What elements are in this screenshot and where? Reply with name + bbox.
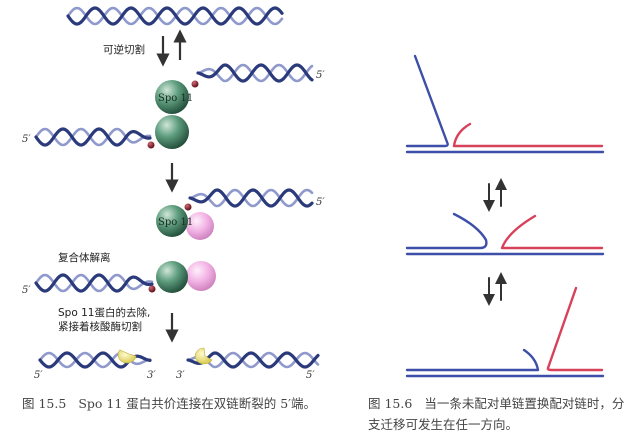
dna-stage4-fragment xyxy=(34,273,154,293)
dna-stage3-fragment xyxy=(188,188,314,208)
spo11-figure: 可逆切割 5′ 5′ Spo 11 5′ Spo 11 复合体解离 5′ Spo… xyxy=(22,6,325,381)
covalent-link-lower xyxy=(147,141,155,149)
label-reversible-cleavage: 可逆切割 xyxy=(103,43,145,56)
five-prime-end-bottom-right: 5′ xyxy=(306,370,315,381)
dna-strand xyxy=(34,127,152,147)
three-prime-end-bottom-left: 3′ xyxy=(147,370,156,381)
dna-strand xyxy=(66,6,284,26)
branch-migration-figure xyxy=(405,54,605,378)
dna-upper-fragment xyxy=(196,63,314,83)
stage-c xyxy=(405,286,605,378)
three-prime-end-bottom-right: 3′ xyxy=(176,370,185,381)
red-strand-a xyxy=(452,122,604,148)
spo11-protein-stage3 xyxy=(156,205,188,237)
dna-strand xyxy=(188,188,314,208)
covalent-link-stage3 xyxy=(184,203,192,211)
spo11-protein-upper xyxy=(155,80,189,114)
reversible-arrows xyxy=(156,29,187,67)
partner-protein-stage3 xyxy=(186,212,214,240)
dna-strand xyxy=(196,63,314,83)
label-removal-line2: 紧接着核酸酶切割 xyxy=(58,320,142,333)
five-prime-end-stage4: 5′ xyxy=(22,285,31,296)
red-strand-b xyxy=(500,214,604,250)
nuclease-right xyxy=(194,347,213,365)
five-prime-end-bottom-left: 5′ xyxy=(34,370,43,381)
covalent-link-upper xyxy=(191,80,199,88)
dna-strand xyxy=(34,127,152,147)
spo11-label-upper: Spo 11 xyxy=(158,93,193,104)
nuclease-left xyxy=(117,349,137,364)
caption-figure-15-5: 图 15.5 Spo 11 蛋白共价连接在双链断裂的 5′端。 xyxy=(22,393,342,414)
blue-strand-b xyxy=(405,212,488,250)
dna-duplex-intact xyxy=(66,6,284,26)
dna-strand xyxy=(188,188,314,208)
blue-strand-a xyxy=(405,54,449,148)
spo11-protein-lower xyxy=(155,115,189,149)
five-prime-end-lower: 5′ xyxy=(22,134,31,145)
dna-strand xyxy=(34,273,154,293)
caption-text-15-5: Spo 11 蛋白共价连接在双链断裂的 5′端。 xyxy=(78,396,317,411)
dna-strand xyxy=(34,273,154,293)
spo11-protein-stage4 xyxy=(156,261,188,293)
dna-end-right xyxy=(186,351,320,369)
red-strand-c xyxy=(546,286,604,372)
dna-strand xyxy=(186,351,320,369)
caption-text-15-6: 当一条未配对单链置换配对链时，分支迁移可发生在任一方向。 xyxy=(368,396,625,432)
partner-protein-stage4 xyxy=(186,261,216,291)
blue-strand-c xyxy=(405,348,540,372)
covalent-link-stage4 xyxy=(148,285,156,293)
five-prime-end-upper: 5′ xyxy=(316,70,325,81)
label-complex-dissociation: 复合体解离 xyxy=(58,251,111,264)
stage-a xyxy=(405,54,605,154)
caption-number-15-5: 图 15.5 xyxy=(22,396,67,411)
stage-b xyxy=(405,212,605,256)
five-prime-end-stage3: 5′ xyxy=(316,197,325,208)
caption-number-15-6: 图 15.6 xyxy=(368,396,413,411)
label-removal-line1: Spo 11蛋白的去除, xyxy=(58,306,150,319)
dna-lower-fragment xyxy=(34,127,152,147)
spo11-label-stage3: Spo 11 xyxy=(158,217,193,228)
